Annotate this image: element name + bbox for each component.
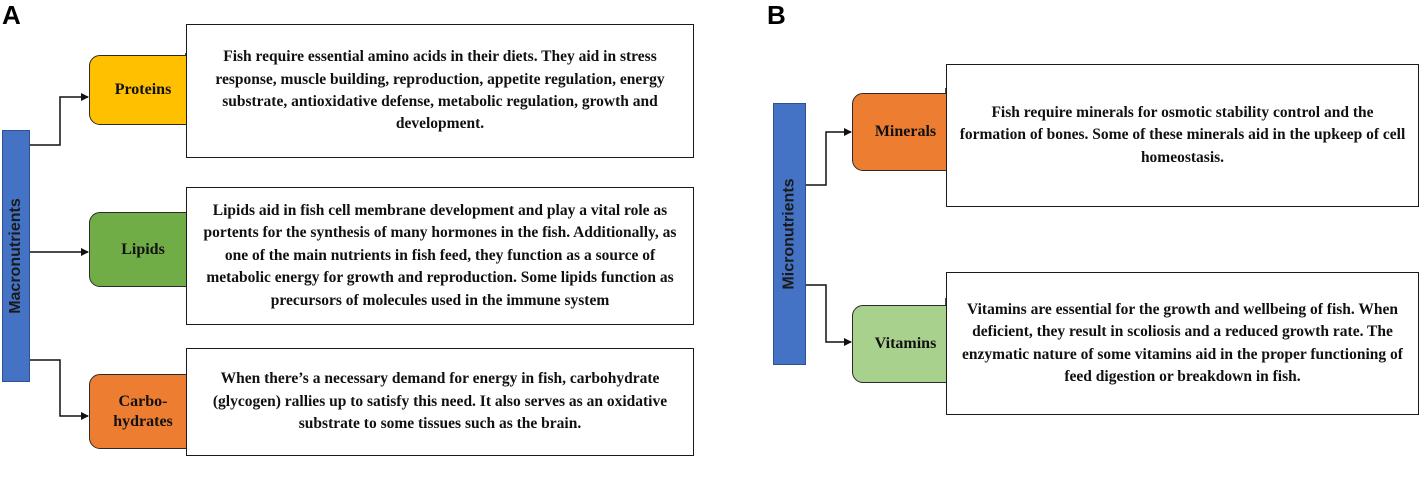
node-carbohydrates: Carbo-hydrates bbox=[89, 374, 197, 449]
micronutrients-bar: Micronutrients bbox=[773, 103, 806, 365]
connector-vitamins bbox=[806, 284, 852, 346]
panel-letter-b: B bbox=[767, 0, 786, 30]
desc-lipids: Lipids aid in fish cell membrane develop… bbox=[186, 187, 694, 325]
macronutrients-bar: Macronutrients bbox=[2, 130, 30, 382]
node-vitamins: Vitamins bbox=[852, 305, 959, 383]
node-minerals: Minerals bbox=[852, 93, 959, 171]
macronutrients-label: Macronutrients bbox=[7, 198, 25, 314]
connector-minerals bbox=[806, 128, 852, 186]
panel-letter-a: A bbox=[2, 0, 21, 30]
desc-carbohydrates: When there’s a necessary demand for ener… bbox=[186, 348, 694, 456]
desc-vitamins: Vitamins are essential for the growth an… bbox=[946, 272, 1419, 415]
connector-proteins bbox=[30, 93, 89, 146]
micronutrients-label: Micronutrients bbox=[780, 178, 798, 290]
node-lipids: Lipids bbox=[89, 212, 197, 287]
desc-minerals: Fish require minerals for osmotic stabil… bbox=[946, 64, 1419, 207]
node-proteins: Proteins bbox=[89, 55, 197, 125]
desc-proteins: Fish require essential amino acids in th… bbox=[186, 24, 694, 158]
connector-carbohydrates bbox=[30, 359, 89, 420]
